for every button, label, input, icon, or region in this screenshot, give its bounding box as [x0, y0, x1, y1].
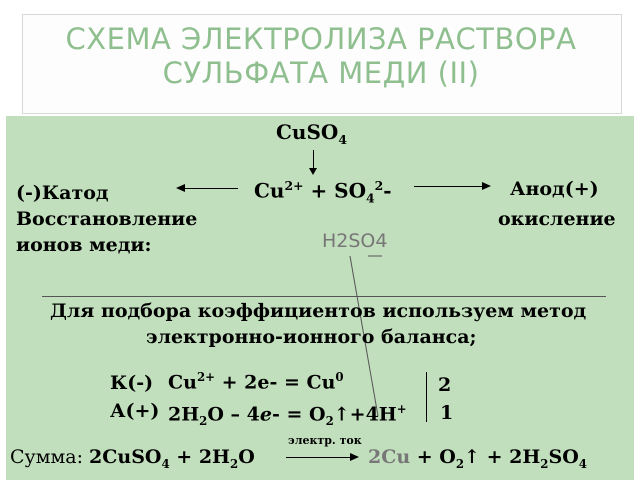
anode-oxidation: окисление	[498, 208, 616, 230]
acid-label: H2SO4	[322, 230, 388, 252]
down-arrow	[313, 150, 314, 170]
anode-label: Анод(+)	[510, 178, 599, 200]
slide-content: CuSO4 Cu2+ + SO42- (-)Катод Восстановлен…	[6, 116, 634, 480]
cathode-copper-ions: ионов меди:	[16, 234, 152, 256]
anode-half-label: А(+)	[110, 400, 160, 422]
divider	[42, 296, 606, 297]
title-line-1: СХЕМА ЭЛЕКТРОЛИЗА РАСТВОРА	[65, 22, 577, 56]
ions-formula: Cu2+ + SO42-	[254, 178, 392, 206]
cathode-coefficient: 2	[438, 374, 452, 396]
title-line-2: СУЛЬФАТА МЕДИ (II)	[162, 56, 480, 90]
right-arrowhead	[482, 182, 491, 190]
arrow-label: электр. ток	[288, 434, 362, 447]
cathode-label: (-)Катод	[16, 182, 109, 204]
cathode-half-label: К(-)	[110, 372, 154, 394]
coef-bar	[426, 372, 427, 422]
cathode-reduction: Восстановление	[16, 208, 198, 230]
down-arrowhead	[309, 168, 317, 175]
slide-title: СХЕМА ЭЛЕКТРОЛИЗА РАСТВОРА СУЛЬФАТА МЕДИ…	[22, 22, 620, 90]
sum-equation-left: Сумма: 2CuSO4 + 2H2O	[10, 446, 255, 471]
salt-formula: CuSO4	[276, 120, 347, 147]
reaction-arrowhead	[350, 453, 359, 461]
title-box	[22, 14, 622, 114]
balance-intro-line1: Для подбора коэффициентов используем мет…	[50, 300, 587, 322]
cathode-half-equation: Cu2+ + 2e- = Cu0	[168, 370, 344, 394]
left-arrowhead	[176, 184, 185, 192]
anode-coefficient: 1	[440, 402, 454, 424]
connector-line	[349, 255, 382, 417]
balance-intro-line2: электронно-ионного баланса;	[146, 326, 477, 348]
sum-equation-right: 2Cu + O2↑ + 2H2SO4	[368, 446, 587, 471]
reaction-arrow	[286, 457, 352, 458]
anode-half-equation: 2H2O – 4e- = O2↑+4H+	[168, 402, 407, 429]
left-arrow	[184, 188, 238, 189]
right-arrow	[414, 186, 484, 187]
